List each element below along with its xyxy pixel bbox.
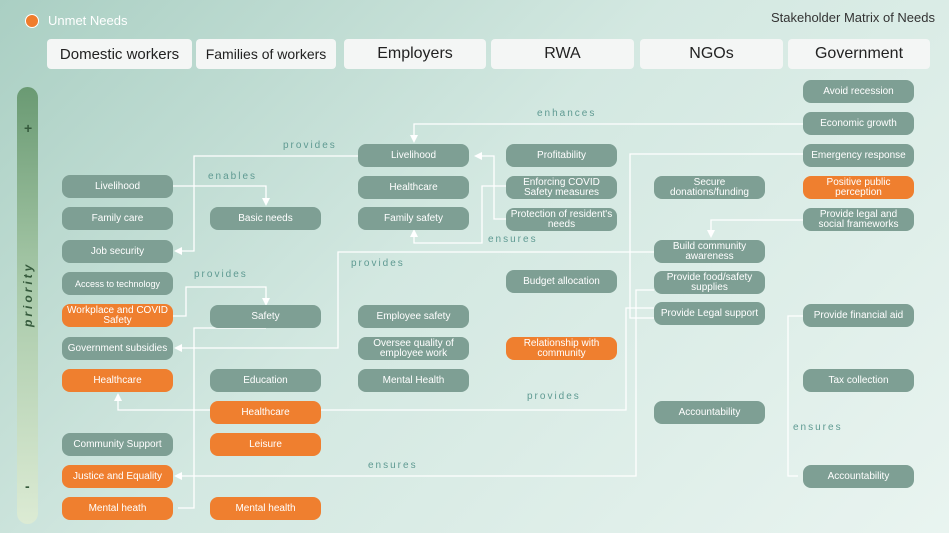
edge-ensures-family-safety <box>479 155 506 220</box>
arrowhead <box>410 135 418 143</box>
legend: Unmet Needs <box>25 13 127 28</box>
node-legal-support: Provide Legal support <box>654 302 765 325</box>
column-header-ngos: NGOs <box>640 39 783 69</box>
node-mental-health-fam: Mental health <box>210 497 321 520</box>
node-enforcing-covid: Enforcing COVID Safety measures <box>506 176 617 199</box>
node-legal-frameworks: Provide legal and social frameworks <box>803 208 914 231</box>
node-budget-allocation: Budget allocation <box>506 270 617 293</box>
node-accountability-gov: Accountability <box>803 465 914 488</box>
arrowhead <box>174 472 182 480</box>
edge-label-provides-3: provides <box>194 269 248 280</box>
edge-provides-job-security <box>178 155 358 252</box>
edge-ensures-family-safety-2 <box>413 185 506 244</box>
column-header-rwa: RWA <box>491 39 634 69</box>
node-livelihood: Livelihood <box>62 175 173 198</box>
node-protection-residents: Protection of resident's needs <box>506 208 617 231</box>
column-header-domestic-workers: Domestic workers <box>47 39 192 69</box>
node-workplace-covid-safety: Workplace and COVID Safety <box>62 304 173 327</box>
node-financial-aid: Provide financial aid <box>803 304 914 327</box>
arrowhead <box>410 229 418 237</box>
node-mental-health-emp: Mental Health <box>358 369 469 392</box>
priority-low-marker: - <box>25 478 30 494</box>
node-avoid-recession: Avoid recession <box>803 80 914 103</box>
node-family-safety: Family safety <box>358 207 469 230</box>
node-access-to-technology: Access to technology <box>62 272 173 295</box>
column-header-government: Government <box>788 39 930 69</box>
node-healthcare-emp: Healthcare <box>358 176 469 199</box>
node-secure-donations: Secure donations/funding <box>654 176 765 199</box>
edge-ensures-accountability <box>787 315 803 477</box>
edge-provides-safety <box>173 286 267 317</box>
node-justice-equality: Justice and Equality <box>62 465 173 488</box>
node-oversee-quality: Oversee quality of employee work <box>358 337 469 360</box>
node-emergency-response: Emergency response <box>803 144 914 167</box>
arrowhead <box>262 298 270 306</box>
node-healthcare-fam: Healthcare <box>210 401 321 424</box>
arrowhead <box>474 152 482 160</box>
node-livelihood-emp: Livelihood <box>358 144 469 167</box>
node-safety: Safety <box>210 305 321 328</box>
column-header-employers: Employers <box>344 39 486 69</box>
arrowhead <box>174 247 182 255</box>
node-family-care: Family care <box>62 207 173 230</box>
edge-provides-subsidies <box>178 251 654 349</box>
node-accountability-ngo: Accountability <box>654 401 765 424</box>
node-government-subsidies: Government subsidies <box>62 337 173 360</box>
node-employee-safety: Employee safety <box>358 305 469 328</box>
column-header-families: Families of workers <box>196 39 336 69</box>
node-profitability: Profitability <box>506 144 617 167</box>
edge-ensures-justice <box>178 289 654 477</box>
node-economic-growth: Economic growth <box>803 112 914 135</box>
edge-label-provides-2: provides <box>351 258 405 269</box>
node-relationship-community: Relationship with community <box>506 337 617 360</box>
node-healthcare-dw: Healthcare <box>62 369 173 392</box>
page-title: Stakeholder Matrix of Needs <box>770 10 935 25</box>
node-build-awareness: Build community awareness <box>654 240 765 263</box>
node-leisure: Leisure <box>210 433 321 456</box>
node-community-support: Community Support <box>62 433 173 456</box>
edge-family-vertical <box>178 327 266 509</box>
unmet-needs-swatch-icon <box>25 13 39 28</box>
node-mental-heath: Mental heath <box>62 497 173 520</box>
edge-label-enhances: enhances <box>537 108 597 119</box>
node-basic-needs: Basic needs <box>210 207 321 230</box>
arrowhead <box>174 344 182 352</box>
edge-label-ensures-1: ensures <box>488 234 538 245</box>
node-food-safety-supplies: Provide food/safety supplies <box>654 271 765 294</box>
edge-provides-healthcare <box>117 307 654 411</box>
edge-label-ensures-3: ensures <box>368 460 418 471</box>
edge-label-enables: enables <box>208 171 258 182</box>
edge-label-provides-4: provides <box>527 391 581 402</box>
edge-emergency <box>629 153 803 319</box>
node-education: Education <box>210 369 321 392</box>
edge-label-provides-1: provides <box>283 140 337 151</box>
node-tax-collection: Tax collection <box>803 369 914 392</box>
legend-label: Unmet Needs <box>48 13 128 28</box>
arrowhead <box>262 198 270 206</box>
priority-high-marker: + <box>24 120 33 136</box>
node-positive-perception: Positive public perception <box>803 176 914 199</box>
node-job-security: Job security <box>62 240 173 263</box>
edge-label-ensures-2: ensures <box>793 422 843 433</box>
priority-bar <box>17 87 38 524</box>
edge-legal-frameworks <box>710 219 803 233</box>
arrowhead <box>707 230 715 238</box>
edge-enables <box>173 185 267 201</box>
arrowhead <box>114 393 122 401</box>
edge-enhances <box>413 123 803 139</box>
